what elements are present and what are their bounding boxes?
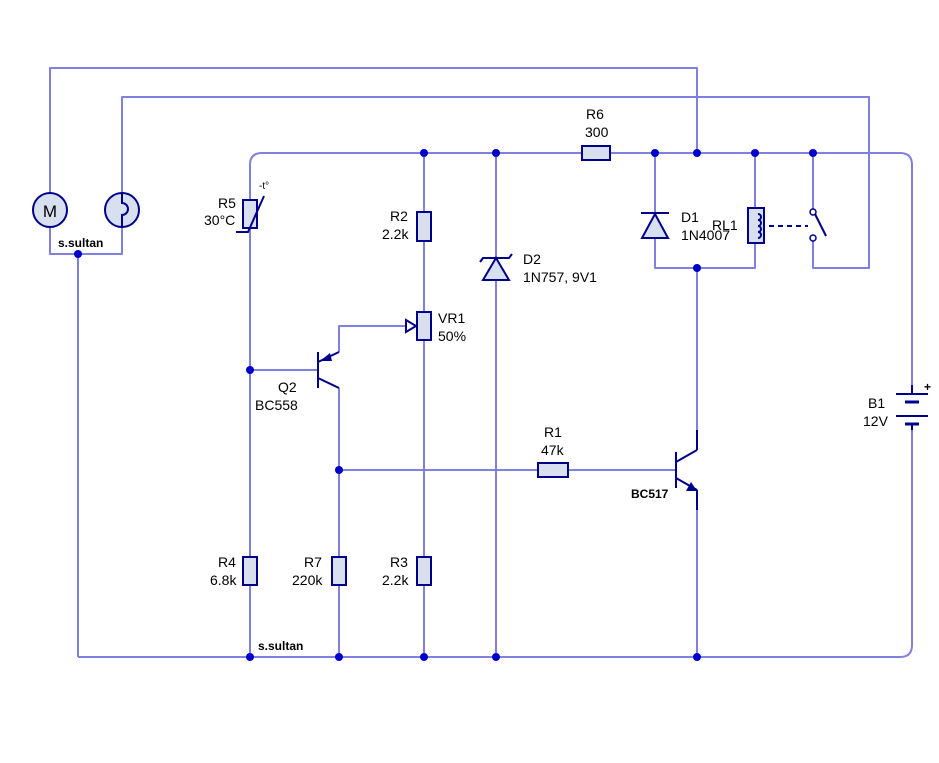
junction-dot bbox=[74, 250, 82, 258]
transistor-q2: Q2 BC558 bbox=[255, 351, 340, 413]
resistor-body bbox=[416, 211, 432, 242]
r3-ref: R3 bbox=[390, 554, 408, 570]
thermistor-body bbox=[242, 199, 258, 229]
resistor-body bbox=[416, 556, 432, 586]
resistor-body bbox=[242, 556, 258, 586]
r7-value: 220k bbox=[292, 572, 323, 588]
wire-load-bottom bbox=[49, 228, 123, 255]
potentiometer-body bbox=[416, 311, 432, 341]
resistor-body bbox=[537, 462, 569, 478]
d1-value: 1N4007 bbox=[681, 227, 730, 243]
junction-dot bbox=[420, 653, 428, 661]
junction-dot bbox=[693, 653, 701, 661]
q2-value: BC558 bbox=[255, 397, 298, 413]
resistor-r6: R6 300 bbox=[581, 106, 611, 161]
r5-mark: -t° bbox=[259, 181, 269, 192]
junction-dot bbox=[693, 149, 701, 157]
b1-ref: B1 bbox=[868, 395, 885, 411]
diode-d1: D1 1N4007 bbox=[640, 209, 730, 243]
r2-ref: R2 bbox=[390, 208, 408, 224]
junction-dot bbox=[420, 149, 428, 157]
battery-b1: + B1 12V bbox=[863, 380, 931, 430]
resistor-body bbox=[331, 556, 347, 586]
motor-symbol: M bbox=[32, 192, 68, 228]
resistor-r4: R4 6.8k bbox=[210, 554, 258, 588]
contact-terminal-icon bbox=[809, 234, 817, 242]
wiper-arrow-icon bbox=[405, 318, 418, 334]
relay-coil-body bbox=[747, 207, 765, 244]
q2-ref: Q2 bbox=[278, 379, 297, 395]
wires bbox=[49, 67, 913, 658]
wire-d1-relay-bottom bbox=[654, 238, 756, 269]
thermistor-r5: R5 30°C -t° bbox=[204, 181, 269, 233]
resistor-r2: R2 2.2k bbox=[382, 208, 432, 242]
zener-d2: D2 1N757, 9V1 bbox=[479, 251, 597, 285]
junction-dot bbox=[809, 149, 817, 157]
wire-q2-emitter-wiper bbox=[338, 325, 410, 352]
potentiometer-vr1: VR1 50% bbox=[405, 310, 466, 344]
q1-arrow-icon bbox=[686, 482, 697, 491]
q1-collector-leg bbox=[675, 449, 698, 463]
relay-coil-icon bbox=[757, 213, 762, 239]
junction-dot bbox=[246, 366, 254, 374]
wire-motor-feed bbox=[49, 67, 698, 193]
r4-value: 6.8k bbox=[210, 572, 237, 588]
r4-ref: R4 bbox=[218, 554, 236, 570]
wire-ground-rail bbox=[78, 428, 913, 658]
q2-arrow-icon bbox=[320, 353, 332, 361]
b1-polarity: + bbox=[924, 380, 931, 394]
q2-collector-leg bbox=[317, 377, 340, 389]
zener-bar-icon bbox=[479, 253, 513, 263]
resistor-r7: R7 220k bbox=[292, 554, 347, 588]
credit-bottom: s.sultan bbox=[258, 639, 303, 653]
junction-dot bbox=[751, 149, 759, 157]
diode-triangle bbox=[640, 211, 670, 239]
wire-positive-rail-right bbox=[610, 152, 913, 385]
transistor-q1: BC517 bbox=[631, 430, 698, 510]
junction-dot bbox=[492, 149, 500, 157]
d1-ref: D1 bbox=[681, 209, 699, 225]
motor-letter: M bbox=[43, 202, 57, 221]
r6-value: 300 bbox=[585, 124, 609, 140]
junction-dot bbox=[335, 466, 343, 474]
r1-ref: R1 bbox=[544, 424, 562, 440]
q1-value: BC517 bbox=[631, 487, 669, 501]
wire-positive-rail-left bbox=[249, 152, 582, 200]
junction-dot bbox=[651, 149, 659, 157]
r6-ref: R6 bbox=[586, 106, 604, 122]
d2-ref: D2 bbox=[523, 251, 541, 267]
resistor-body bbox=[581, 145, 611, 161]
b1-value: 12V bbox=[863, 413, 889, 429]
resistor-r3: R3 2.2k bbox=[382, 554, 432, 588]
r7-ref: R7 bbox=[304, 554, 322, 570]
contact-blade-icon bbox=[814, 213, 827, 237]
lamp-filament-icon bbox=[121, 193, 129, 227]
lamp-symbol bbox=[104, 192, 140, 228]
wire-lamp-feed bbox=[121, 96, 870, 269]
junction-dot bbox=[492, 653, 500, 661]
r1-value: 47k bbox=[541, 442, 565, 458]
resistor-r1: R1 47k bbox=[537, 424, 569, 478]
r2-value: 2.2k bbox=[382, 226, 409, 242]
r5-ref: R5 bbox=[218, 195, 236, 211]
zener-triangle bbox=[481, 256, 511, 281]
vr1-value: 50% bbox=[438, 328, 466, 344]
r5-value: 30°C bbox=[204, 212, 235, 228]
relay-rl1: RL1 bbox=[712, 207, 827, 244]
rl1-ref: RL1 bbox=[712, 217, 738, 233]
contact-terminal-icon bbox=[809, 208, 817, 216]
motor-icon bbox=[32, 192, 68, 228]
r3-value: 2.2k bbox=[382, 572, 409, 588]
d2-value: 1N757, 9V1 bbox=[523, 269, 597, 285]
credit-top: s.sultan bbox=[58, 236, 103, 250]
junction-dot bbox=[246, 653, 254, 661]
thermistor-slash-icon bbox=[236, 195, 265, 233]
junction-dot bbox=[335, 653, 343, 661]
vr1-ref: VR1 bbox=[438, 310, 465, 326]
junctions bbox=[74, 149, 817, 661]
junction-dot bbox=[693, 264, 701, 272]
